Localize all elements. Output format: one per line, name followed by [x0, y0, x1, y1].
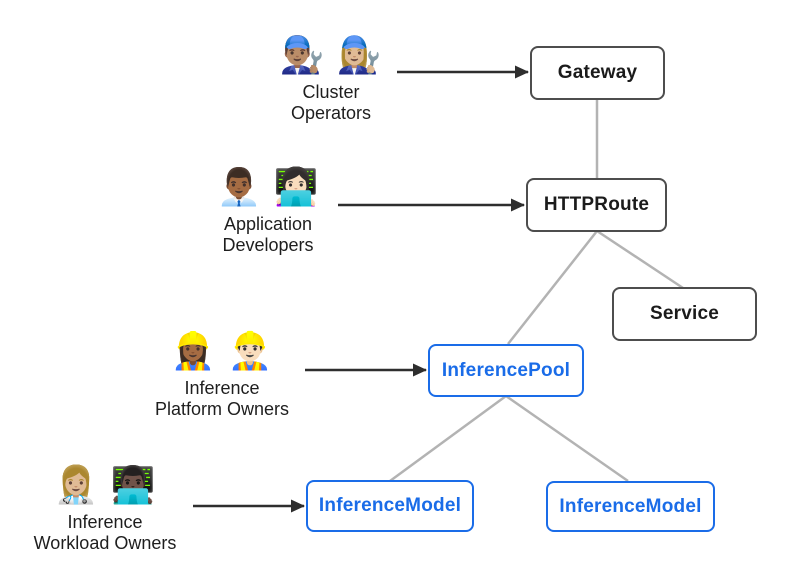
- cluster-operators-emoji: 👨🏽‍🔧 👩🏼‍🔧: [279, 34, 383, 75]
- application-developers-label-line2: Developers: [222, 235, 314, 255]
- node-inference-model-1: InferenceModel: [306, 480, 474, 532]
- edge-httproute-inferencepool: [507, 230, 598, 345]
- application-developers-label: Application Developers: [222, 214, 313, 256]
- edge-inferencepool-inferencemodel-2: [505, 394, 629, 483]
- node-inference-pool: InferencePool: [428, 344, 584, 397]
- cluster-operators-label: Cluster Operators: [291, 82, 371, 124]
- application-developers-emoji: 👨🏾‍💼 👩🏻‍💻: [216, 166, 320, 207]
- inference-workload-owners-label-line2: Workload Owners: [33, 533, 177, 553]
- inference-platform-owners-label: Inference Platform Owners: [155, 378, 289, 420]
- inference-workload-owners-label-line1: Inference: [67, 512, 143, 532]
- inference-platform-owners-label-line2: Platform Owners: [154, 399, 290, 419]
- node-gateway: Gateway: [530, 46, 665, 100]
- node-service: Service: [612, 287, 757, 341]
- node-inference-model-2: InferenceModel: [546, 481, 715, 532]
- cluster-operators-label-line1: Cluster: [302, 82, 360, 102]
- actor-inference-workload-owners: 👩🏼‍⚕️ 👨🏿‍💻 Inference Workload Owners: [15, 464, 195, 554]
- actor-application-developers: 👨🏾‍💼 👩🏻‍💻 Application Developers: [178, 166, 358, 256]
- cluster-operators-label-line2: Operators: [290, 103, 372, 123]
- edge-inferencepool-inferencemodel-1: [389, 394, 507, 483]
- inference-workload-owners-emoji: 👩🏼‍⚕️ 👨🏿‍💻: [53, 464, 157, 505]
- actor-cluster-operators: 👨🏽‍🔧 👩🏼‍🔧 Cluster Operators: [241, 34, 421, 124]
- edge-httproute-service: [596, 229, 684, 290]
- inference-platform-owners-label-line1: Inference: [184, 378, 260, 398]
- inference-platform-owners-emoji: 👷🏾‍♀️ 👷🏻‍♂️: [170, 330, 274, 371]
- actor-inference-platform-owners: 👷🏾‍♀️ 👷🏻‍♂️ Inference Platform Owners: [132, 330, 312, 420]
- application-developers-label-line1: Application: [223, 214, 313, 234]
- inference-workload-owners-label: Inference Workload Owners: [34, 512, 177, 554]
- node-httproute: HTTPRoute: [526, 178, 667, 232]
